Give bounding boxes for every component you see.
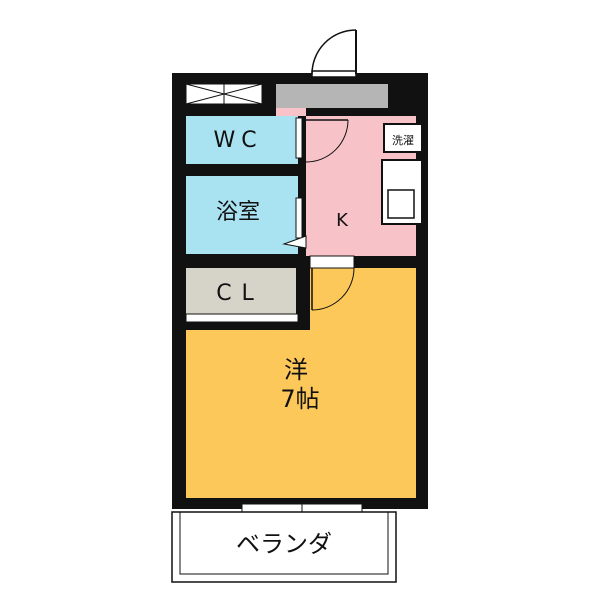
room-door-swing[interactable] (309, 255, 355, 311)
bathroom (186, 176, 298, 254)
wc-door[interactable] (295, 117, 303, 159)
closet-label: CL (216, 281, 264, 306)
laundry-label: 洗濯 (392, 134, 414, 147)
bath-label: 浴室 (216, 200, 260, 225)
ventilation-window (185, 83, 263, 105)
entrance-floor (276, 108, 306, 116)
western-room (186, 268, 416, 498)
closet (186, 268, 296, 314)
kitchen-door-swing[interactable] (305, 119, 349, 163)
kitchen-label: K (336, 210, 349, 231)
balcony-label: ベランダ (236, 530, 332, 558)
wc-label: WC (213, 128, 262, 153)
wc-room (186, 116, 298, 164)
entrance-area (276, 84, 388, 108)
bath-door-swing (282, 235, 307, 249)
western-room-name: 洋 (284, 356, 308, 384)
western-room-size: 7帖 (280, 385, 319, 413)
laundry-space (383, 123, 423, 153)
front-door[interactable] (311, 29, 357, 78)
balcony-window[interactable] (241, 503, 363, 513)
kitchen-counter (381, 159, 423, 225)
bath-door[interactable] (295, 197, 303, 239)
balcony-outline (171, 511, 397, 583)
